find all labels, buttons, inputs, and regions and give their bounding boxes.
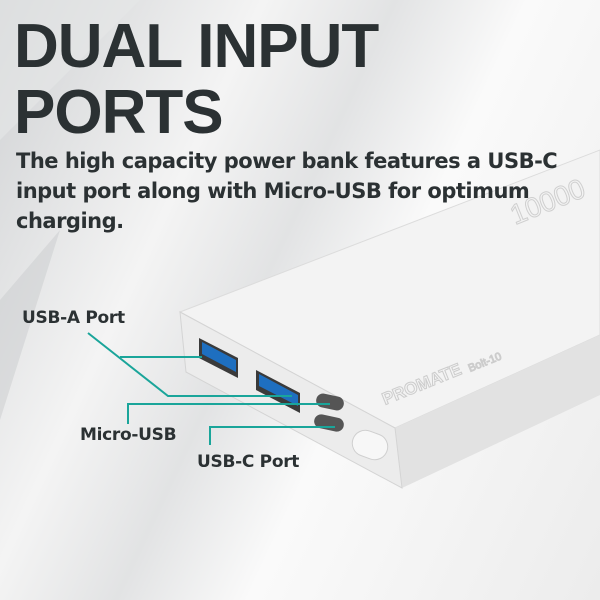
background-stripe [0, 230, 60, 420]
usb-a-label: USB-A Port [22, 308, 125, 328]
headline-line-1: DUAL INPUT [14, 12, 379, 81]
description: The high capacity power bank features a … [16, 149, 558, 233]
power-button [351, 429, 389, 461]
headline-line-2: PORTS [14, 78, 224, 147]
headline: DUAL INPUT PORTS [14, 12, 379, 147]
usb-a-callout-line [87, 332, 292, 397]
micro-usb-label: Micro-USB [80, 425, 177, 445]
usb-a-port-2 [256, 370, 300, 413]
usb-a-port-1 [199, 338, 238, 378]
micro-usb-callout-line [127, 403, 330, 424]
usb-c-callout-line [209, 426, 335, 445]
background-stripe [0, 0, 140, 140]
usb-c-label: USB-C Port [197, 452, 300, 472]
micro-usb-port [316, 393, 344, 411]
power-bank-side [395, 335, 600, 488]
